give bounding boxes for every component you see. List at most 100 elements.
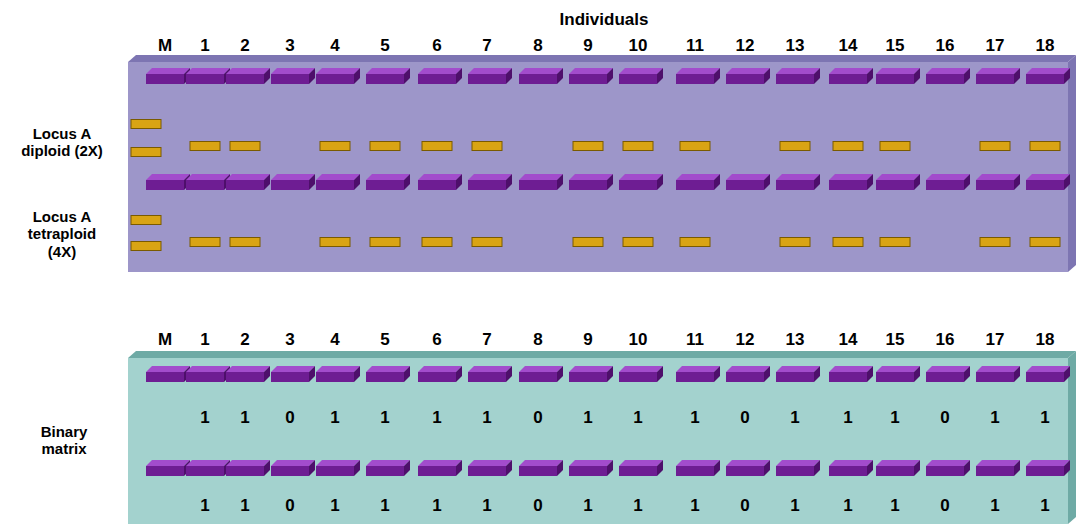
well-top (468, 174, 512, 180)
well-top (519, 460, 563, 466)
matrix-value: 1 (843, 408, 852, 428)
well-front (418, 180, 456, 190)
well-side (657, 366, 663, 382)
well-top (1026, 174, 1070, 180)
dna-band (1030, 238, 1060, 247)
well-top (316, 366, 360, 372)
matrix-value: 1 (1040, 408, 1049, 428)
matrix-value: 1 (200, 408, 209, 428)
dna-band (623, 142, 653, 151)
well-side (404, 174, 410, 190)
well-front (316, 74, 354, 84)
well-top (976, 68, 1020, 74)
well-front (186, 372, 224, 382)
well-side (456, 68, 462, 84)
well-front (726, 180, 764, 190)
lane-label: 10 (629, 330, 648, 350)
well-front (926, 74, 964, 84)
well-top (876, 68, 920, 74)
well-top (226, 366, 270, 372)
well-front (186, 74, 224, 84)
well-front (468, 180, 506, 190)
well-top (926, 460, 970, 466)
well-top (418, 460, 462, 466)
well-front (876, 74, 914, 84)
well-front (569, 466, 607, 476)
matrix-value: 0 (740, 408, 749, 428)
well-side (404, 366, 410, 382)
lane-label: 18 (1036, 36, 1055, 56)
matrix-value: 1 (690, 408, 699, 428)
well-top (1026, 366, 1070, 372)
well-top (829, 68, 873, 74)
well-top (186, 460, 230, 466)
well-front (146, 180, 184, 190)
well-front (519, 372, 557, 382)
well-front (226, 372, 264, 382)
well-side (657, 174, 663, 190)
well-front (976, 74, 1014, 84)
well-front (316, 180, 354, 190)
well-side (557, 68, 563, 84)
lane-label: 7 (482, 330, 491, 350)
well-side (814, 460, 820, 476)
well-top (146, 174, 190, 180)
matrix-value: 1 (240, 496, 249, 516)
well-front (186, 466, 224, 476)
well-top (366, 68, 410, 74)
dna-band (780, 238, 810, 247)
well-top (1026, 460, 1070, 466)
well-front (271, 180, 309, 190)
lane-label: 4 (330, 330, 339, 350)
matrix-panel-bevel (128, 351, 1076, 358)
dna-band (880, 238, 910, 247)
matrix-value: 1 (482, 408, 491, 428)
well-side (354, 460, 360, 476)
well-top (1026, 68, 1070, 74)
well-top (271, 68, 315, 74)
dna-band (320, 238, 350, 247)
matrix-value: 1 (330, 496, 339, 516)
well-side (867, 460, 873, 476)
well-side (309, 460, 315, 476)
well-side (264, 174, 270, 190)
matrix-value: 0 (285, 408, 294, 428)
well-top (468, 366, 512, 372)
well-side (456, 366, 462, 382)
well-top (146, 68, 190, 74)
well-front (726, 466, 764, 476)
well-front (926, 372, 964, 382)
matrix-value: 1 (583, 408, 592, 428)
well-front (316, 466, 354, 476)
gel-panel-bevel (128, 55, 1076, 62)
row-label: Locus A diploid (2X) (20, 125, 104, 160)
matrix-value: 1 (240, 408, 249, 428)
well-side (714, 174, 720, 190)
matrix-value: 0 (940, 408, 949, 428)
well-side (456, 174, 462, 190)
well-top (776, 460, 820, 466)
dna-band (472, 238, 502, 247)
lane-label: M (158, 36, 172, 56)
well-front (366, 466, 404, 476)
lane-label: 2 (240, 36, 249, 56)
dna-band (833, 238, 863, 247)
well-front (676, 372, 714, 382)
well-front (366, 372, 404, 382)
well-side (764, 174, 770, 190)
well-row (146, 366, 1070, 382)
dna-band (370, 238, 400, 247)
lane-label: 3 (285, 36, 294, 56)
well-front (829, 372, 867, 382)
well-side (764, 460, 770, 476)
well-front (676, 74, 714, 84)
well-top (418, 174, 462, 180)
matrix-value: 1 (1040, 496, 1049, 516)
well-front (1026, 466, 1064, 476)
dna-band (131, 120, 161, 129)
lane-label: 14 (839, 36, 858, 56)
matrix-value: 1 (482, 496, 491, 516)
well-top (271, 174, 315, 180)
gel-panel (128, 62, 1068, 272)
well-front (926, 180, 964, 190)
